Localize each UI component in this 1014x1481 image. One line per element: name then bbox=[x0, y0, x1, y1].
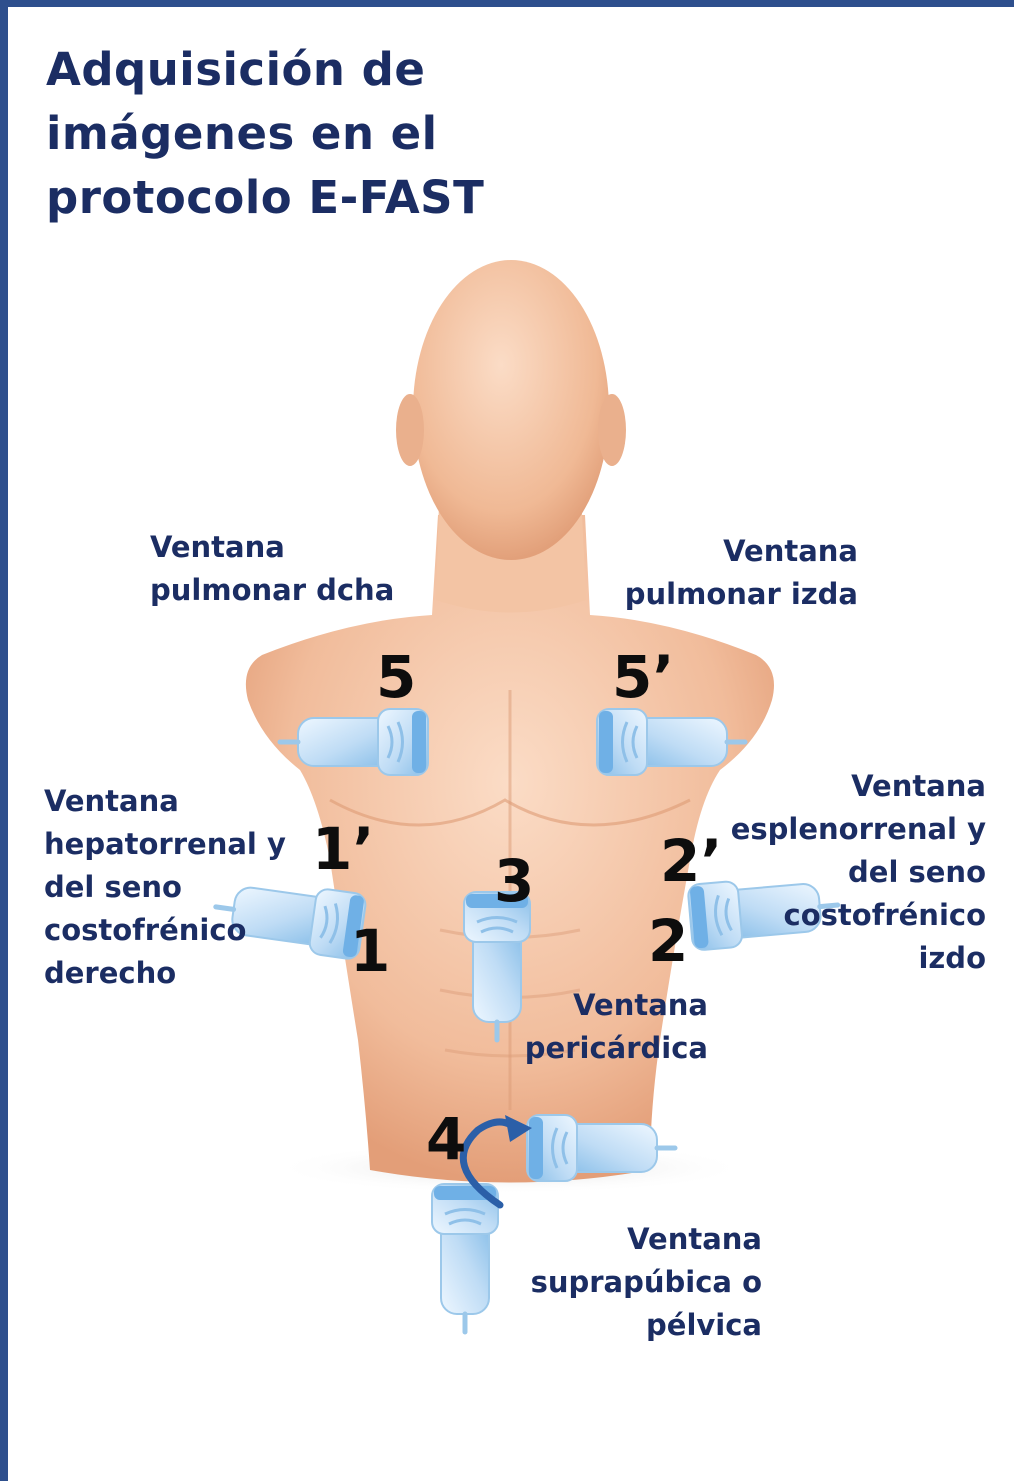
label-line: Ventana bbox=[560, 530, 858, 573]
probe-4-vertical bbox=[432, 1184, 498, 1332]
number-2-prime: 2’ bbox=[660, 832, 722, 890]
head bbox=[413, 260, 609, 560]
label-line: del seno bbox=[44, 866, 286, 909]
number-2: 2 bbox=[648, 912, 688, 970]
ear-left bbox=[396, 394, 424, 466]
label-line: Ventana bbox=[44, 780, 286, 823]
label-line: del seno bbox=[700, 851, 986, 894]
label-line: pulmonar dcha bbox=[150, 569, 394, 612]
label-line: Ventana bbox=[480, 984, 708, 1027]
label-line: Ventana bbox=[700, 765, 986, 808]
label-hepatorrenal: Ventana hepatorrenal y del seno costofré… bbox=[44, 780, 286, 995]
label-line: derecho bbox=[44, 952, 286, 995]
number-1: 1 bbox=[350, 922, 390, 980]
number-1-prime: 1’ bbox=[312, 820, 374, 878]
label-line: izdo bbox=[700, 937, 986, 980]
label-esplenorrenal: Ventana esplenorrenal y del seno costofr… bbox=[700, 765, 986, 980]
label-line: suprapúbica o bbox=[500, 1261, 762, 1304]
label-line: costofrénico bbox=[44, 909, 286, 952]
label-line: pulmonar izda bbox=[560, 573, 858, 616]
label-line: Ventana bbox=[500, 1218, 762, 1261]
label-line: pericárdica bbox=[480, 1027, 708, 1070]
label-line: esplenorrenal y bbox=[700, 808, 986, 851]
label-line: hepatorrenal y bbox=[44, 823, 286, 866]
label-line: costofrénico bbox=[700, 894, 986, 937]
label-line: pélvica bbox=[500, 1304, 762, 1347]
number-5-prime: 5’ bbox=[612, 648, 674, 706]
ear-right bbox=[598, 394, 626, 466]
label-pulmonar-dcha: Ventana pulmonar dcha bbox=[150, 526, 394, 612]
label-line: Ventana bbox=[150, 526, 394, 569]
number-4: 4 bbox=[426, 1110, 466, 1168]
number-3: 3 bbox=[494, 852, 534, 910]
label-pulmonar-izda: Ventana pulmonar izda bbox=[560, 530, 858, 616]
label-pericardica: Ventana pericárdica bbox=[480, 984, 708, 1070]
label-suprapubica: Ventana suprapúbica o pélvica bbox=[500, 1218, 762, 1347]
number-5: 5 bbox=[376, 648, 416, 706]
